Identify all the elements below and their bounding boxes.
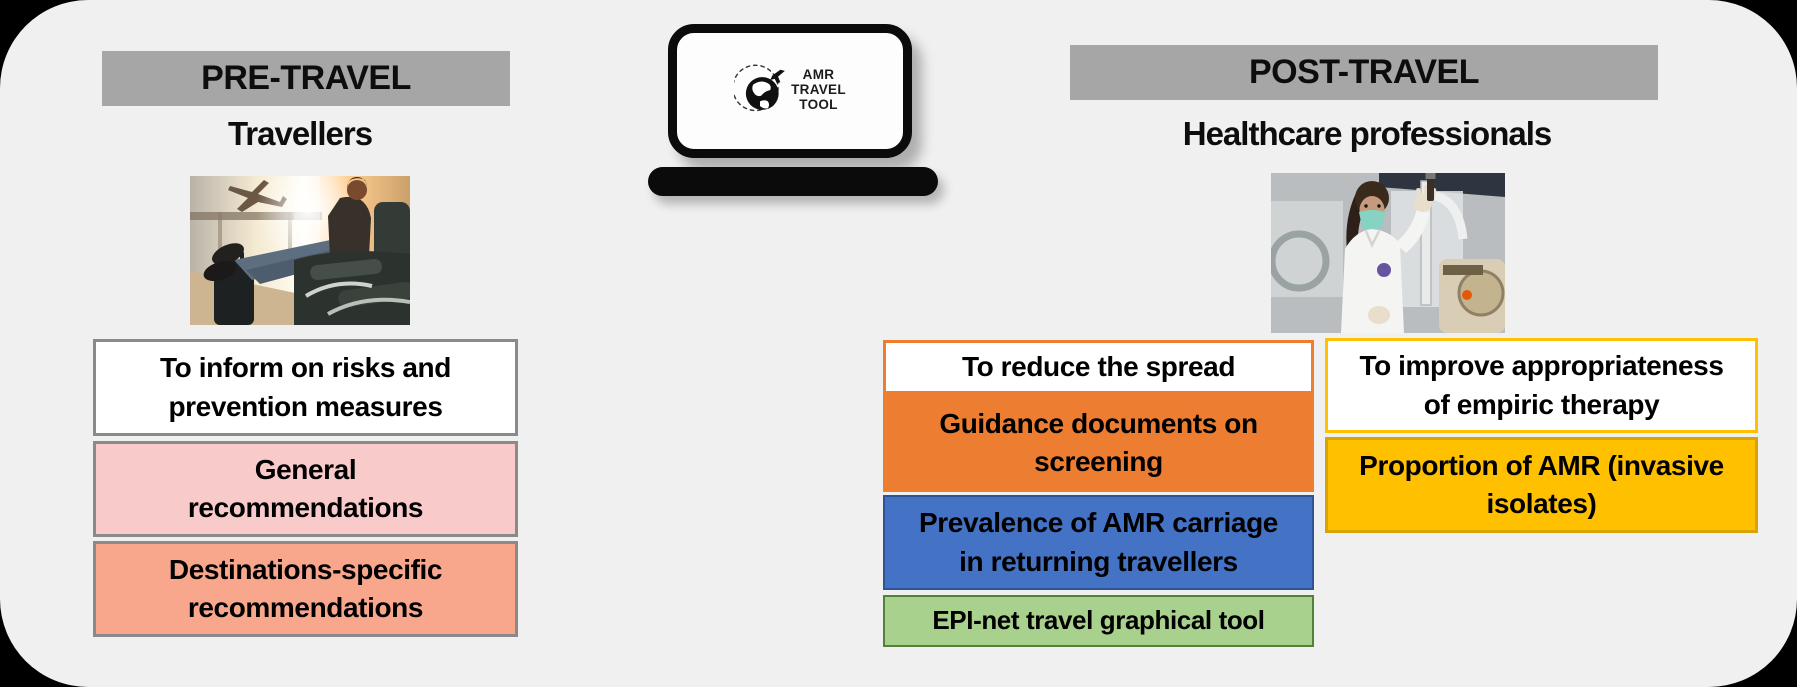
reduce-spread-box-label: To reduce the spread xyxy=(961,350,1236,382)
traveller-photo xyxy=(190,176,410,325)
pre-travel-header: PRE-TRAVEL xyxy=(102,51,510,106)
gloved-hand xyxy=(1368,306,1390,324)
face-mask xyxy=(1359,210,1385,232)
guidance-documents-box: Guidance documents on screening xyxy=(883,394,1314,492)
reduce-spread-box: To reduce the spread xyxy=(883,340,1314,394)
proportion-amr-box-label: Proportion of AMR (invasive isolates) xyxy=(1359,449,1724,519)
laptop-screen: AMR TRAVEL TOOL xyxy=(668,24,912,158)
epinet-tool-box-label: EPI-net travel graphical tool xyxy=(932,605,1265,636)
post-travel-header-label: POST-TRAVEL xyxy=(1249,53,1480,91)
globe-airplane-icon xyxy=(734,64,785,112)
healthcare-professional-photo xyxy=(1271,173,1505,333)
guidance-documents-box-label: Guidance documents on screening xyxy=(939,407,1258,477)
inform-risks-box: To inform on risks and prevention measur… xyxy=(93,339,518,436)
pre-travel-header-label: PRE-TRAVEL xyxy=(201,59,411,97)
window-rail xyxy=(190,212,322,220)
traveller-torso xyxy=(328,196,371,258)
inform-risks-box-label: To inform on risks and prevention measur… xyxy=(160,352,451,422)
airplane-icon xyxy=(770,69,785,84)
general-recommendations-box: General recommendations xyxy=(93,441,518,537)
improve-therapy-box-label: To improve appropriateness of empiric th… xyxy=(1359,350,1724,420)
logo-line-2: TRAVEL xyxy=(791,81,846,97)
raised-arm xyxy=(1395,209,1430,253)
lab-machine xyxy=(1271,230,1330,292)
equipment-handle xyxy=(1430,190,1468,240)
post-travel-header: POST-TRAVEL xyxy=(1070,45,1658,100)
prevalence-carriage-box-label: Prevalence of AMR carriage in returning … xyxy=(919,507,1278,577)
amr-travel-tool-logo: AMR TRAVEL TOOL xyxy=(734,63,846,115)
amr-travel-tool-wordmark: AMR TRAVEL TOOL xyxy=(791,67,846,112)
logo-line-1: AMR xyxy=(802,66,835,82)
healthcare-photo-illustration xyxy=(1271,173,1505,333)
improve-therapy-box: To improve appropriateness of empiric th… xyxy=(1325,338,1758,433)
healthcare-professionals-label: Healthcare professionals xyxy=(1182,115,1553,152)
proportion-amr-box: Proportion of AMR (invasive isolates) xyxy=(1325,437,1758,533)
prevalence-carriage-box: Prevalence of AMR carriage in returning … xyxy=(883,495,1314,590)
travellers-label: Travellers xyxy=(227,115,373,152)
destinations-recommendations-box-label: Destinations-specific recommendations xyxy=(168,553,443,623)
laptop-base xyxy=(648,167,938,196)
logo-line-3: TOOL xyxy=(799,96,838,112)
lab-coat xyxy=(1341,229,1404,333)
vial xyxy=(1427,175,1434,201)
destinations-recommendations-box: Destinations-specific recommendations xyxy=(93,541,518,637)
traveller-photo-illustration xyxy=(190,176,410,325)
general-recommendations-box-label: General recommendations xyxy=(187,453,424,523)
epinet-tool-box: EPI-net travel graphical tool xyxy=(883,595,1314,647)
